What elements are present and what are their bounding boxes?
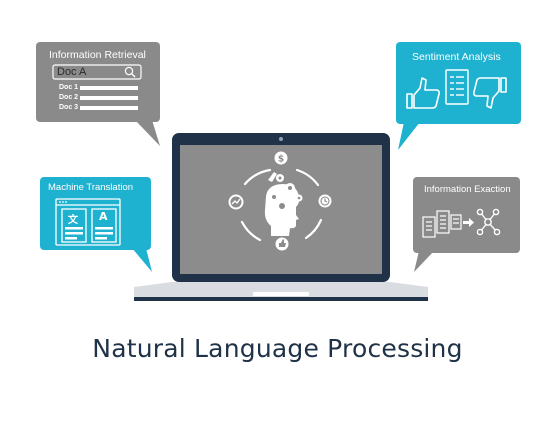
result-bar (80, 96, 138, 100)
thumbs-down-icon (472, 77, 507, 109)
result-label: Doc 1 (59, 84, 79, 91)
result-bar (80, 86, 138, 90)
trackpad-notch (253, 292, 309, 296)
result-label: Doc 2 (59, 94, 79, 101)
thumbs-up-icon (406, 77, 441, 109)
translation-window (55, 198, 121, 246)
sentiment-analysis-title: Sentiment Analysis (412, 51, 501, 63)
search-input[interactable]: Doc A (57, 66, 87, 78)
dollar-icon: $ (274, 151, 288, 165)
result-bar (80, 106, 138, 110)
machine-translation-callout (40, 177, 152, 272)
clock-icon (318, 194, 332, 208)
webcam (279, 137, 283, 141)
source-language-glyph: 文 (68, 215, 78, 226)
information-retrieval-callout (36, 42, 160, 146)
arrow-icon (463, 218, 474, 227)
target-language-glyph: A (99, 210, 108, 223)
search-icon (124, 66, 136, 78)
document-icon (422, 210, 462, 238)
information-extraction-callout (413, 177, 520, 272)
page-title: Natural Language Processing (92, 334, 463, 363)
laptop-base (134, 282, 428, 301)
screen-graphic: $ (228, 151, 332, 251)
chart-icon (228, 194, 244, 210)
head-gears-icon (264, 172, 303, 236)
information-retrieval-title: Information Retrieval (49, 49, 146, 61)
network-icon (476, 208, 501, 236)
sentiment-analysis-callout (396, 42, 521, 150)
svg-text:$: $ (278, 155, 284, 165)
machine-translation-title: Machine Translation (48, 182, 134, 193)
like-icon (275, 237, 289, 251)
document-icon (445, 69, 469, 105)
information-extraction-title: Information Exaction (424, 184, 511, 195)
search-box (52, 64, 142, 80)
result-label: Doc 3 (59, 104, 79, 111)
